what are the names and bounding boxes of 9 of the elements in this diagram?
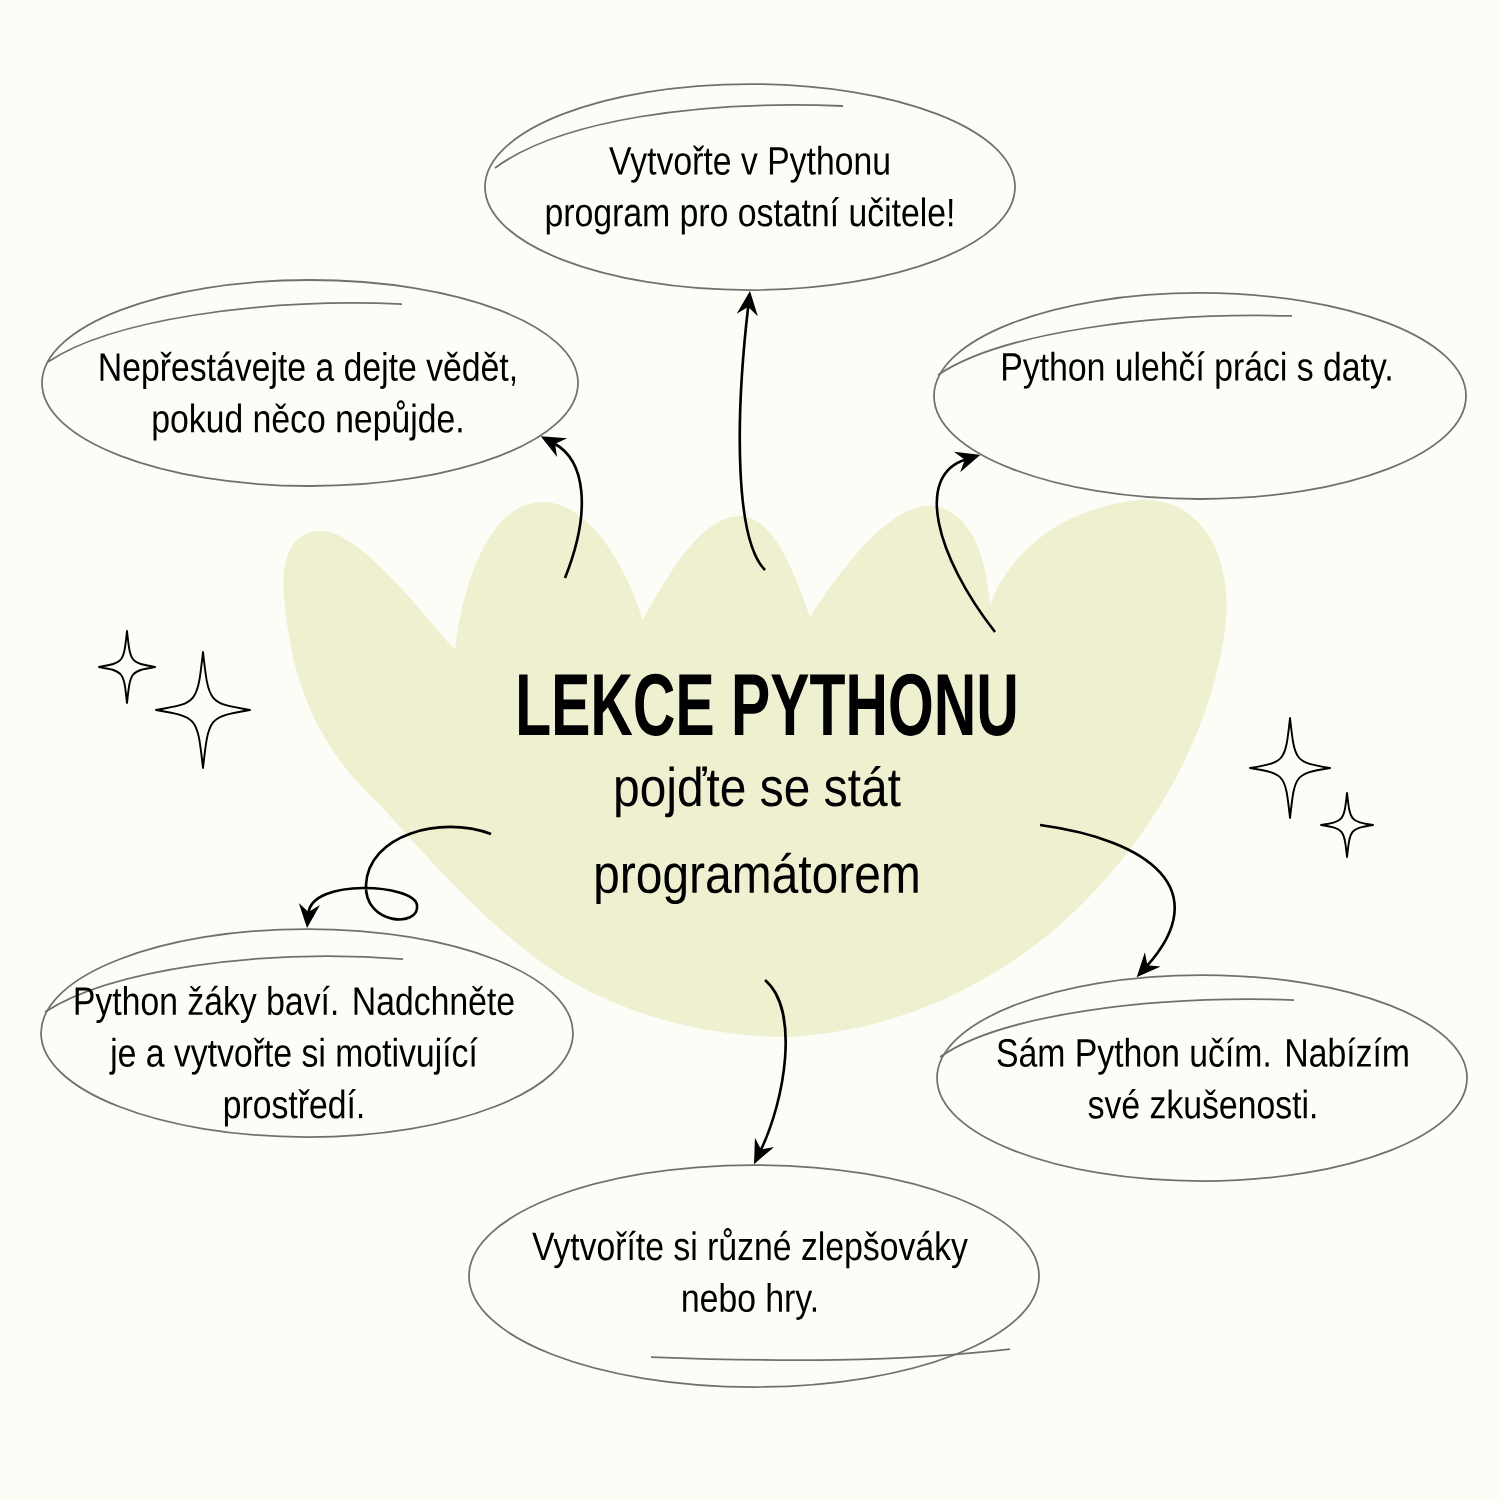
oval-bubble: Python žáky baví. Nadchněte je a vytvořte si motivující prostředí. bbox=[40, 928, 574, 1138]
oval-bubble: Vytvořte v Pythonu program pro ostatní učitele! bbox=[484, 83, 1016, 291]
subtitle: pojďte se stát programátorem bbox=[596, 765, 918, 905]
oval-bubble: Sám Python učím. Nabízím své zkušenosti. bbox=[936, 974, 1468, 1182]
arrow bbox=[935, 451, 997, 633]
oval-bubble: Python ulehčí práci s daty. bbox=[933, 292, 1467, 500]
oval-bubble: Vytvoříte si různé zlepšováky nebo hry. bbox=[468, 1164, 1040, 1388]
oval-bubble: Nepřestávejte a dejte vědět, pokud něco nepůjde. bbox=[41, 279, 579, 487]
title: LEKCE PYTHONU bbox=[519, 673, 1016, 736]
